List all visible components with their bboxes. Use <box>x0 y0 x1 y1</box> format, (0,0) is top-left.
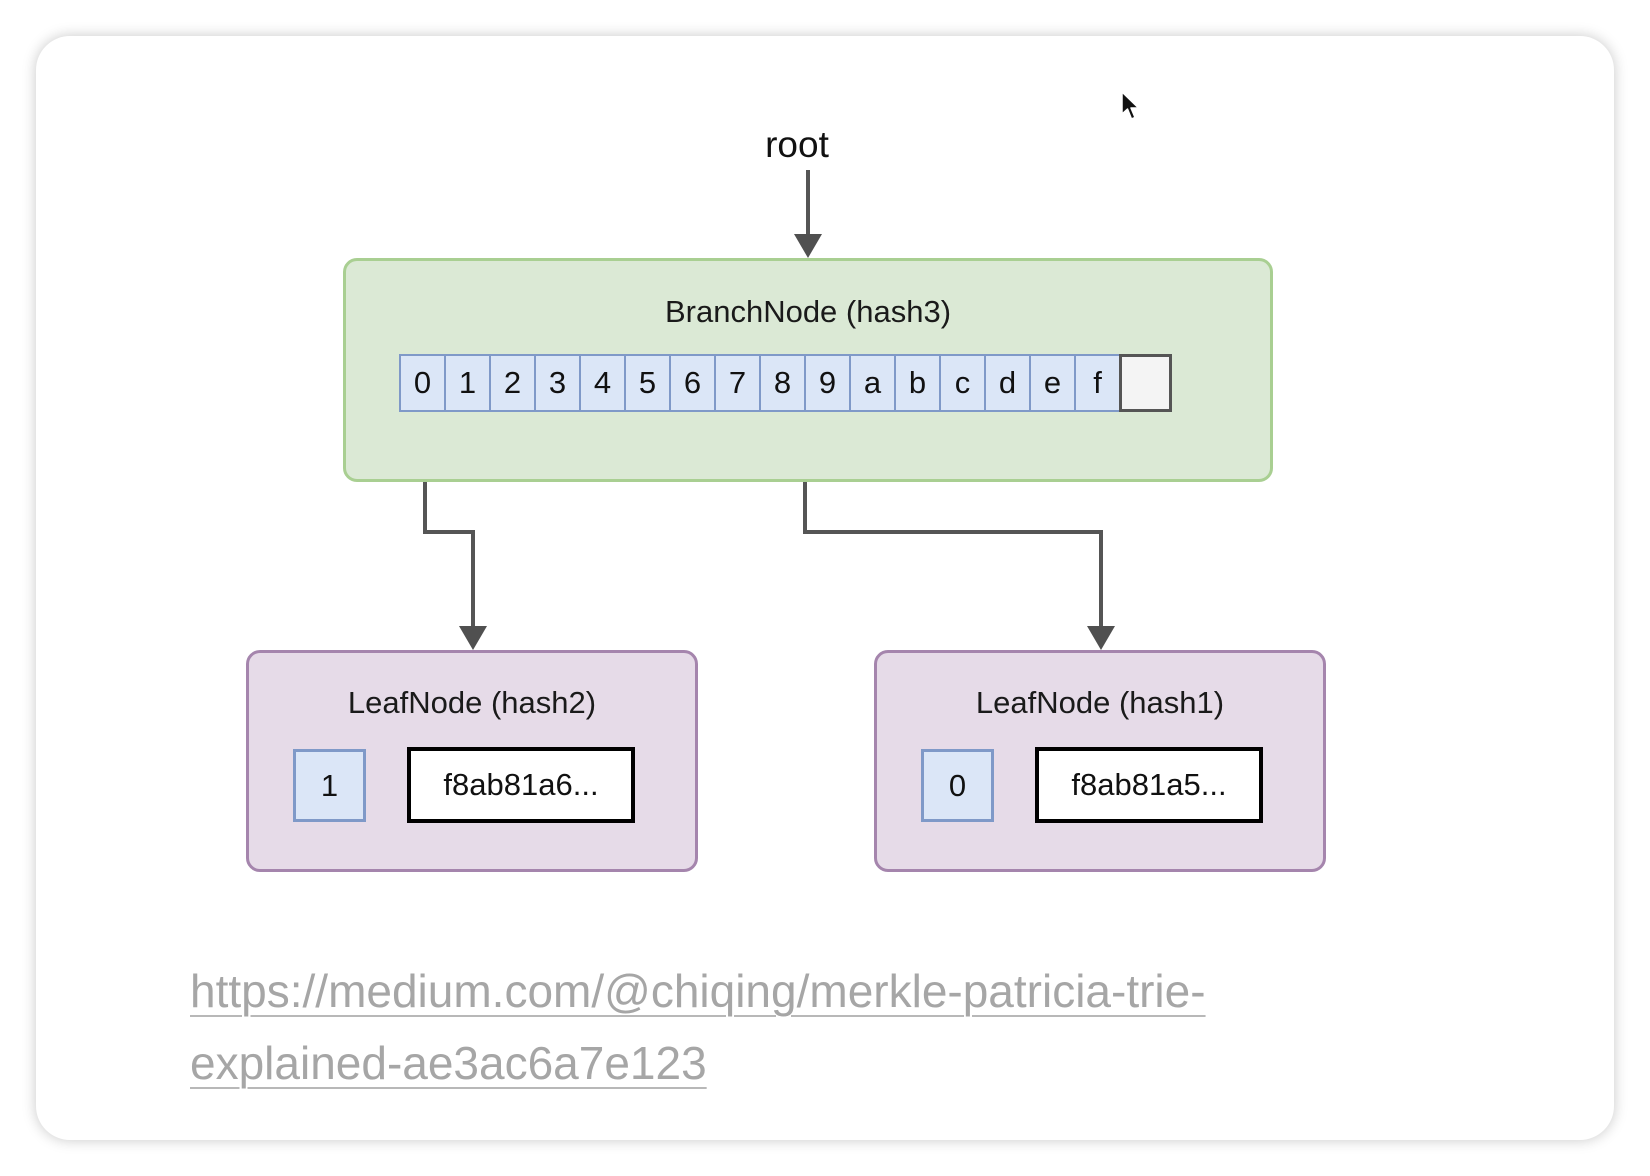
leaf-node-hash2-key: 1 <box>293 749 366 822</box>
branch-slot-7: 7 <box>714 354 761 412</box>
branch-slot-2: 2 <box>489 354 536 412</box>
branch-slot-0: 0 <box>399 354 446 412</box>
branch-slot-c: c <box>939 354 986 412</box>
leaf-node-hash1-value: f8ab81a5... <box>1035 747 1263 823</box>
root-arrowhead <box>794 234 822 258</box>
branch-slot-b: b <box>894 354 941 412</box>
source-link[interactable]: https://medium.com/@chiqing/merkle-patri… <box>190 955 1390 1099</box>
branch-slot-f: f <box>1074 354 1121 412</box>
branch-slot-3: 3 <box>534 354 581 412</box>
content-card <box>36 36 1614 1140</box>
source-link-line-1[interactable]: https://medium.com/@chiqing/merkle-patri… <box>190 965 1206 1017</box>
branch-node-title: BranchNode (hash3) <box>664 294 952 329</box>
branch-slot-5: 5 <box>624 354 671 412</box>
leaf-node-hash1-title: LeafNode (hash1) <box>975 685 1225 720</box>
branch-slot-e: e <box>1029 354 1076 412</box>
branch-slot-a: a <box>849 354 896 412</box>
root-label: root <box>765 124 829 165</box>
branch-slot-9: 9 <box>804 354 851 412</box>
source-link-line-2[interactable]: explained-ae3ac6a7e123 <box>190 1037 707 1089</box>
branch-slot-1: 1 <box>444 354 491 412</box>
leaf-node-hash2-value: f8ab81a6... <box>407 747 635 823</box>
leaf-hash1-arrowhead <box>1087 626 1115 650</box>
mouse-cursor-icon <box>1121 91 1140 120</box>
branch-slot-8: 8 <box>759 354 806 412</box>
branch-slot-4: 4 <box>579 354 626 412</box>
leaf-node-hash2-title: LeafNode (hash2) <box>347 685 597 720</box>
branch-node-slots: 0 1 2 3 4 5 6 7 8 9 a b c d e f <box>399 354 1172 412</box>
branch-slot-d: d <box>984 354 1031 412</box>
branch-value-slot <box>1119 354 1172 412</box>
leaf-node-hash1-key: 0 <box>921 749 994 822</box>
leaf-hash2-arrowhead <box>459 626 487 650</box>
branch-slot-6: 6 <box>669 354 716 412</box>
